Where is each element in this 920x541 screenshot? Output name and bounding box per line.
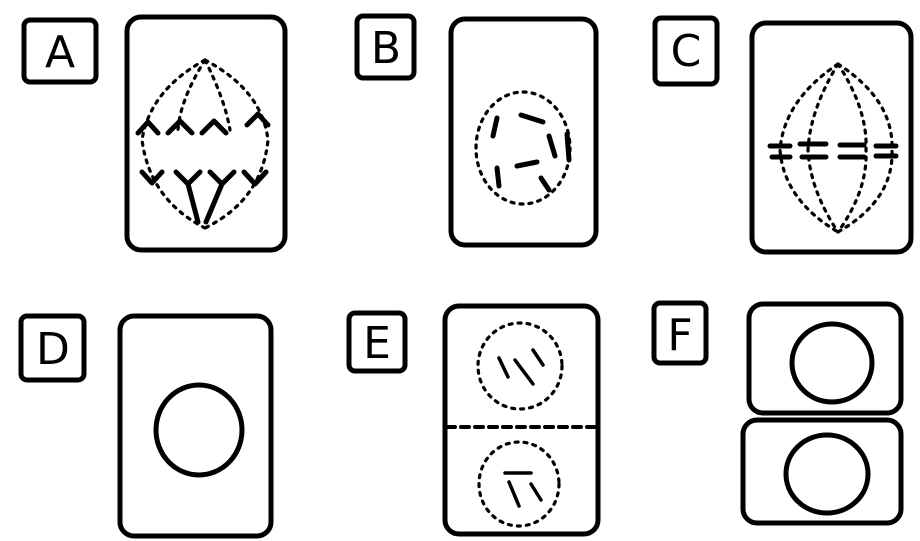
label-c: C <box>671 26 702 77</box>
cell-e <box>445 306 598 534</box>
label-box-b: B <box>357 16 414 78</box>
cell-d <box>120 316 271 536</box>
chromosomes-c <box>770 144 896 157</box>
panel-a: A <box>24 17 285 250</box>
label-box-f: F <box>654 303 706 363</box>
panel-c: C <box>655 18 911 252</box>
label-f: F <box>667 310 692 361</box>
cell-c <box>752 23 911 252</box>
spindle-a <box>142 60 268 228</box>
label-box-a: A <box>24 20 96 82</box>
panel-f: F <box>654 303 901 523</box>
nucleus-bottom-e <box>479 442 559 526</box>
nuclear-envelope-b <box>476 92 570 204</box>
label-e: E <box>363 318 391 369</box>
nucleus-d <box>156 385 242 475</box>
cell-a <box>127 17 285 250</box>
label-box-d: D <box>21 316 84 380</box>
chromosomes-top-a <box>138 114 268 133</box>
chromatin-bottom-e <box>505 473 541 506</box>
nucleus-top-f <box>792 324 872 402</box>
chromatin-top-e <box>499 350 543 384</box>
label-box-e: E <box>349 313 405 371</box>
panel-d: D <box>21 316 271 536</box>
panel-e: E <box>349 306 598 534</box>
chromosomes-bottom-a <box>142 172 266 222</box>
label-b: B <box>371 23 401 74</box>
label-d: D <box>36 324 70 375</box>
chromosomes-b <box>493 115 569 190</box>
label-box-c: C <box>655 18 717 84</box>
panel-b: B <box>357 16 596 245</box>
daughter-cell-top-f <box>749 304 901 413</box>
label-a: A <box>45 27 75 78</box>
cell-b <box>451 19 596 245</box>
nucleus-bottom-f <box>786 435 868 513</box>
